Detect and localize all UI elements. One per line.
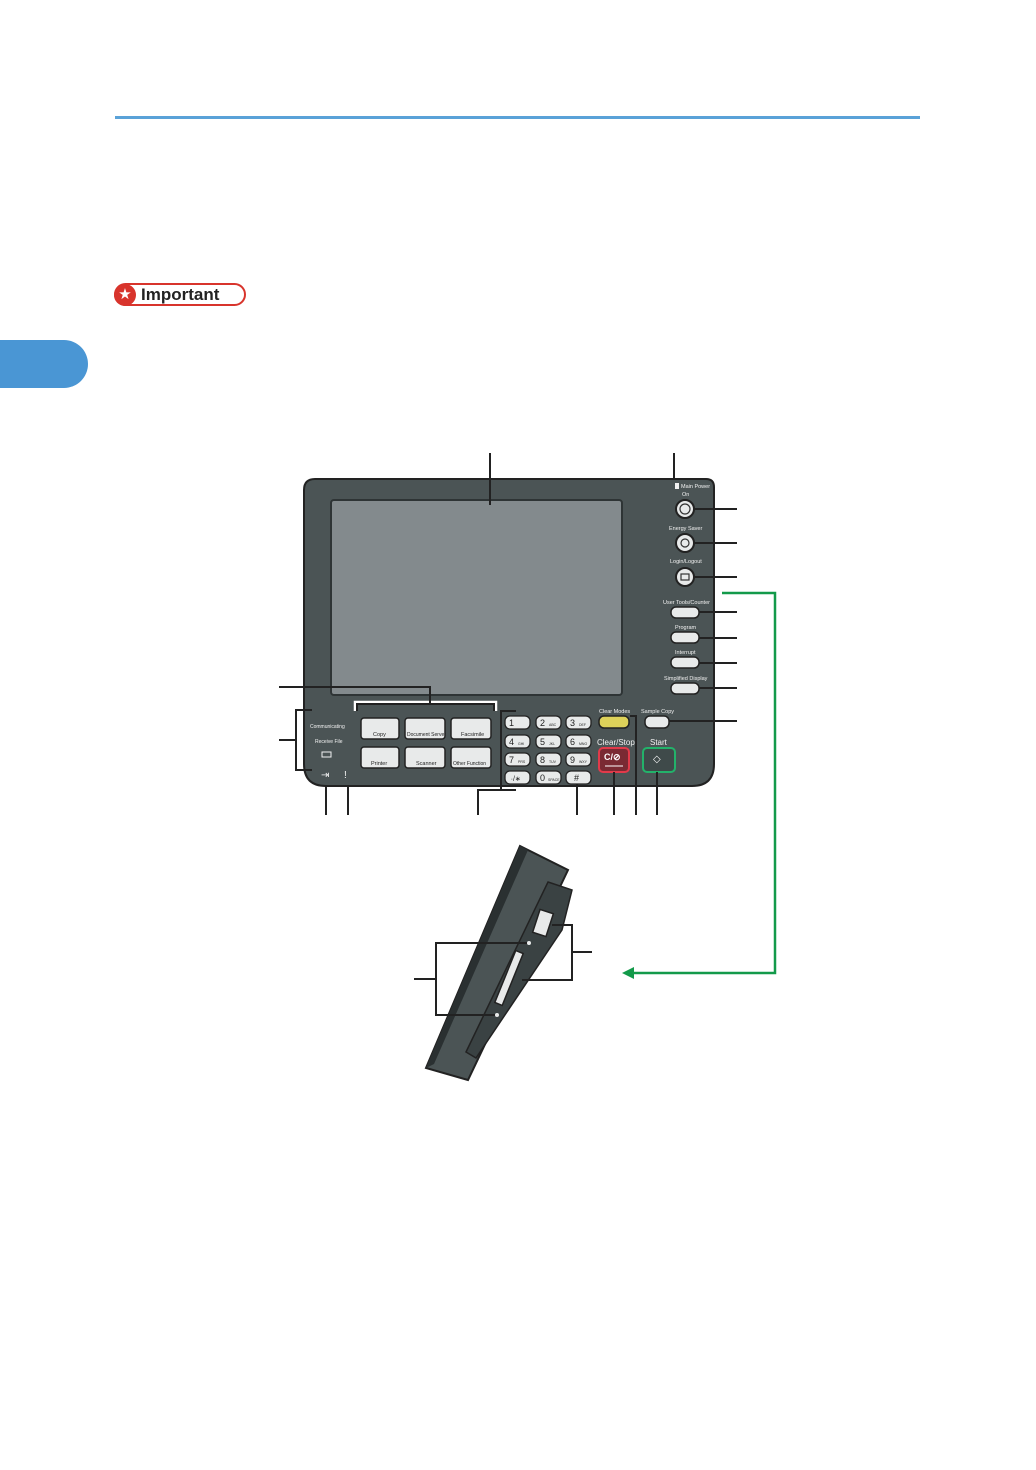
svg-text:∙/∗: ∙/∗ xyxy=(511,776,521,783)
simplified-display-button xyxy=(670,682,700,695)
green-connector-arrow xyxy=(630,591,777,975)
energy-saver-label: Energy Saver xyxy=(669,526,702,532)
svg-text:SPACE: SPACE xyxy=(548,778,560,782)
svg-text:1: 1 xyxy=(509,718,514,728)
clear-stop-label: Clear/Stop xyxy=(597,738,635,747)
interrupt-button xyxy=(670,656,700,669)
receive-file-label: Receive File xyxy=(315,739,343,745)
svg-text:6: 6 xyxy=(570,737,575,747)
chapter-tab xyxy=(0,340,88,388)
main-power-indicator xyxy=(675,483,679,489)
user-tools-label: User Tools/Counter xyxy=(663,600,710,606)
svg-text:JKL: JKL xyxy=(549,742,555,746)
callout-line xyxy=(279,686,431,704)
svg-text:0: 0 xyxy=(540,773,545,783)
callout-bracket xyxy=(353,700,498,711)
svg-text:3: 3 xyxy=(570,718,575,728)
star-icon: ★ xyxy=(114,283,136,306)
sample-copy-label: Sample Copy xyxy=(641,709,674,715)
on-label: On xyxy=(682,492,689,498)
data-in-indicator-icon: ⇥ xyxy=(321,770,329,781)
alert-indicator-icon: ! xyxy=(344,770,347,781)
other-function-key xyxy=(450,746,492,769)
svg-text:#: # xyxy=(574,773,579,783)
document-server-key-label: Document Server xyxy=(407,732,446,738)
svg-text:2: 2 xyxy=(540,718,545,728)
start-label: Start xyxy=(650,738,668,747)
svg-text:4: 4 xyxy=(509,737,514,747)
sd-card-slot xyxy=(493,949,525,1007)
panel-side-view xyxy=(424,844,573,1082)
login-logout-label: Login/Logout xyxy=(670,559,702,565)
important-label: Important xyxy=(141,284,220,304)
header-rule xyxy=(115,116,920,119)
svg-text:GHI: GHI xyxy=(518,742,524,746)
scanner-key xyxy=(404,746,446,769)
svg-text:ABC: ABC xyxy=(549,723,557,727)
main-power-label: Main Power xyxy=(681,484,710,490)
document-server-key xyxy=(404,717,446,740)
copy-key xyxy=(360,717,400,740)
svg-text:9: 9 xyxy=(570,755,575,765)
start-icon: ◇ xyxy=(653,754,661,765)
other-function-key-label: Other Function xyxy=(453,761,486,767)
svg-text:MNO: MNO xyxy=(579,742,587,746)
user-tools-button xyxy=(670,606,700,619)
clear-modes-button xyxy=(598,715,630,729)
usb-slot xyxy=(531,908,555,938)
svg-text:8: 8 xyxy=(540,755,545,765)
arrow-head xyxy=(622,967,634,979)
callout-bracket xyxy=(500,710,516,791)
svg-text:WXY: WXY xyxy=(579,760,588,764)
facsimile-key-label: Facsimile xyxy=(461,732,484,738)
callout-bracket xyxy=(630,715,637,815)
program-button xyxy=(670,631,700,644)
sample-copy-button xyxy=(644,715,670,729)
svg-text:TUV: TUV xyxy=(549,760,557,764)
scanner-key-label: Scanner xyxy=(416,761,437,767)
svg-text:PRS: PRS xyxy=(518,760,526,764)
printer-key-label: Printer xyxy=(371,761,387,767)
communicating-label: Communicating xyxy=(310,724,345,730)
facsimile-key xyxy=(450,717,492,740)
program-label: Program xyxy=(675,625,697,631)
power-button xyxy=(675,499,695,519)
svg-text:DEF: DEF xyxy=(579,723,586,727)
interrupt-label: Interrupt xyxy=(675,650,696,656)
callout-line xyxy=(477,789,501,815)
copy-key-label: Copy xyxy=(373,732,386,738)
svg-text:7: 7 xyxy=(509,755,514,765)
clear-modes-label: Clear Modes xyxy=(599,709,630,715)
svg-text:5: 5 xyxy=(540,737,545,747)
start-button xyxy=(642,747,676,773)
energy-saver-button xyxy=(675,533,695,553)
simplified-display-label: Simplified Display xyxy=(664,676,708,682)
login-logout-button xyxy=(675,567,695,587)
important-note-badge: ★ Important xyxy=(114,283,246,306)
printer-key xyxy=(360,746,400,769)
clear-stop-key-label: C/⊘ xyxy=(604,752,621,762)
touch-screen xyxy=(330,499,623,696)
